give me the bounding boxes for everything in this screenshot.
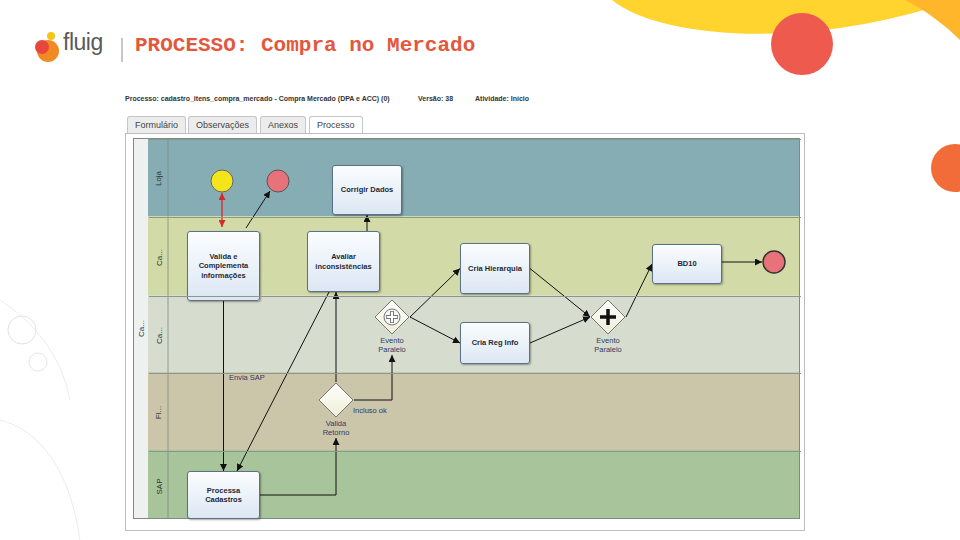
sequence-flow [530,269,590,318]
process-box: Processa Cadastros [187,471,260,519]
diamond-shape [318,382,354,418]
activity-label: Atividade: Início [475,95,529,102]
lane-label: Ca... [137,320,146,337]
flow-label: Envia SAP [229,373,265,382]
task-text: Valida e Complementa informações [190,252,257,280]
sequence-flow [223,301,224,471]
gateway-diamond: Evento Paralelo [362,299,422,354]
process-box: Corrigir Dados [332,165,402,215]
sequence-flow [410,317,460,343]
task-text: Cria Reg Info [472,338,519,347]
swimlane: Ca... Evento Paralelo Cria Reg Info Evento … [149,296,801,373]
tab: Formulário [127,116,186,133]
lane-label: SAP [154,478,163,494]
lane-label: Ca... [155,249,164,266]
task-text: Avaliar inconsistências [310,252,377,271]
process-box: BD10 [652,244,722,284]
lane-label-band: Ca... [149,297,169,373]
lane-label-band: Ca... [134,139,149,518]
process-header: Processo: cadastro_itens_compra_mercado … [125,95,390,102]
logo-text: fluig [63,29,103,56]
task-text: Processa Cadastros [190,486,257,505]
diamond-shape [590,299,626,335]
swimlane: SAP Processa Cadastros [149,451,801,520]
sequence-flow [354,355,392,400]
sequence-flow [336,292,337,382]
lane-label: Fl... [155,406,164,419]
lane-fill [148,372,800,450]
slide-title: PROCESSO: Compra no Mercado [135,34,475,57]
lane-label-band: Loja [149,140,169,217]
tab: Anexos [260,116,306,133]
lane-label-band: Fl... [149,374,169,451]
lane-label: Ca... [155,327,164,344]
process-box: Cria Hierarquia [460,243,530,294]
tab: Observações [188,116,257,133]
lane-label-band: Ca... [149,218,169,296]
lane-fill [148,450,800,519]
gateway-diamond: Evento Paralelo [578,299,638,354]
version-label: Versão: 38 [418,95,453,102]
tab-active: Processo [309,116,363,133]
lane-label-band: SAP [149,452,169,520]
task-text: Corrigir Dados [341,185,394,194]
swimlane: Ca... Valida e Complementa informações Ava… [149,217,801,296]
task-text: BD10 [677,259,696,268]
lane-label: Loja [155,171,164,186]
process-box: Cria Reg Info [460,322,530,364]
lane-fill [148,295,800,372]
lane-fill [148,138,800,216]
flow-label: Incluso ok [353,406,387,415]
sequence-flow [626,264,652,317]
process-box: Avaliar inconsistências [307,231,380,292]
process-box: Valida e Complementa informações [187,231,260,301]
gateway-label: Evento Paralelo [586,336,630,354]
sequence-flow [530,317,590,343]
pool: Ca... LojaCorrigir DadosCa... Valida e Com… [133,138,800,519]
swimlane: Fl... Valida Retorno [149,373,801,451]
screenshot-frame [126,134,805,531]
gateway-label: Valida Retorno [314,419,358,437]
sequence-flow [410,269,460,318]
gateway-label: Evento Paralelo [370,336,414,354]
sequence-flow [260,438,336,495]
task-text: Cria Hierarquia [468,264,522,273]
lane-fills [133,138,800,519]
pool-label-band [133,138,148,519]
swimlane: LojaCorrigir Dados [149,139,801,217]
diamond-shape [374,299,410,335]
